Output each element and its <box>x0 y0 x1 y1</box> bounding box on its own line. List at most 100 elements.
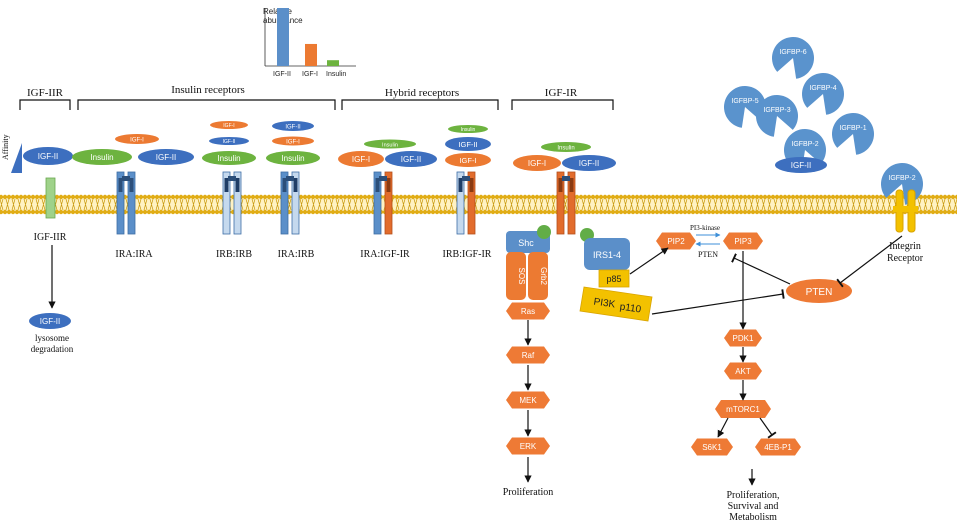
lipid-head <box>778 209 784 215</box>
sos-label: SOS <box>517 268 526 285</box>
lipid-head <box>630 209 636 215</box>
lipid-head <box>310 209 316 215</box>
ligand-igf2-on-igf2r-label: IGF-II <box>38 152 58 161</box>
lipid-head <box>622 209 628 215</box>
ras-label: Ras <box>521 307 535 316</box>
lipid-head <box>926 209 932 215</box>
lipid-head <box>578 194 584 200</box>
lipid-head <box>254 194 260 200</box>
bracket-label-igf2r: IGF-IIR <box>27 87 64 99</box>
ligand-igf2-ira-ira-label: IGF-II <box>156 153 176 162</box>
lipid-head <box>446 209 452 215</box>
igfbp-igfbp-5 <box>724 86 767 128</box>
ligand-insulin-ira-ira <box>72 149 132 165</box>
lipid-head <box>942 194 948 200</box>
lipid-head <box>110 194 116 200</box>
ligand-insulin-igf1r <box>541 142 591 152</box>
lipid-head <box>954 194 957 200</box>
lipid-head <box>614 209 620 215</box>
lipid-head <box>166 194 172 200</box>
disulfide-bond <box>562 176 570 181</box>
bracket-igf1r <box>511 99 614 110</box>
lipid-head <box>202 209 208 215</box>
lipid-head <box>298 194 304 200</box>
abundance-bar-igf-ii <box>277 8 289 66</box>
cell-membrane <box>0 194 957 215</box>
lipid-head <box>518 194 524 200</box>
lipid-head <box>494 194 500 200</box>
receptor-alpha-domain <box>224 178 229 192</box>
receptor-alpha-domain <box>282 178 287 192</box>
lipid-head <box>846 194 852 200</box>
receptor-alpha-domain <box>558 178 563 192</box>
lipid-head <box>450 194 456 200</box>
lipid-head <box>734 209 740 215</box>
lipid-head <box>242 209 248 215</box>
ligand-igf2-irb-irb-label: IGF-II <box>223 139 236 145</box>
lipid-head <box>938 209 944 215</box>
lipid-head <box>610 194 616 200</box>
ras-node <box>506 302 550 320</box>
lipid-head <box>850 209 856 215</box>
igfbp-label: IGFBP-2 <box>888 175 915 182</box>
receptor-chain <box>456 171 465 235</box>
receptor-chain <box>384 171 393 235</box>
lipid-head <box>338 194 344 200</box>
lipid-head <box>414 194 420 200</box>
lipid-head <box>670 194 676 200</box>
lipid-head <box>746 209 752 215</box>
lipid-head <box>918 194 924 200</box>
lipid-head <box>442 209 448 215</box>
lipid-head <box>922 194 928 200</box>
lipid-head <box>362 194 368 200</box>
igfbp-igfbp-3 <box>756 94 798 137</box>
lysosome-label: lysosome <box>35 333 69 343</box>
lipid-head <box>110 209 116 215</box>
lipid-head <box>706 194 712 200</box>
receptor-chain <box>116 171 125 235</box>
raf-label: Raf <box>522 351 535 360</box>
lipid-head <box>250 209 256 215</box>
lipid-head <box>810 209 816 215</box>
lipid-head <box>698 194 704 200</box>
lipid-head <box>762 209 768 215</box>
lipid-head <box>678 209 684 215</box>
lipid-head <box>490 194 496 200</box>
pip2-label: PIP2 <box>667 237 685 246</box>
lipid-head <box>450 209 456 215</box>
lipid-head <box>26 194 32 200</box>
lipid-head <box>538 209 544 215</box>
lipid-head <box>438 209 444 215</box>
lipid-head <box>434 194 440 200</box>
s6k1-label: S6K1 <box>702 443 722 452</box>
lipid-head <box>162 209 168 215</box>
lipid-head <box>870 209 876 215</box>
lipid-head <box>54 194 60 200</box>
lipid-head <box>14 209 20 215</box>
lipid-head <box>522 209 528 215</box>
akt-node <box>724 362 762 380</box>
eb4p1-label: 4EB-P1 <box>764 443 792 452</box>
lipid-head <box>634 194 640 200</box>
receptor-chain <box>127 171 136 235</box>
lipid-head <box>138 209 144 215</box>
lipid-head <box>406 209 412 215</box>
lipid-head <box>342 209 348 215</box>
lipid-head <box>22 209 28 215</box>
pi3kinase-label: PI3-kinase <box>690 224 720 232</box>
lipid-head <box>766 209 772 215</box>
lipid-head <box>350 194 356 200</box>
ligand-igf2-ira-igf1r-label: IGF-II <box>401 155 421 164</box>
lipid-head <box>190 194 196 200</box>
abundance-xlabel-insulin: Insulin <box>326 71 346 78</box>
lipid-head <box>870 194 876 200</box>
lipid-head <box>246 209 252 215</box>
lipid-head <box>66 209 72 215</box>
ligand-igf1-irb-igf1r-label: IGF-I <box>459 156 476 165</box>
lipid-head <box>590 209 596 215</box>
lipid-head <box>722 209 728 215</box>
lipid-head <box>358 194 364 200</box>
lipid-head <box>642 209 648 215</box>
lipid-head <box>774 209 780 215</box>
lipid-head <box>614 194 620 200</box>
